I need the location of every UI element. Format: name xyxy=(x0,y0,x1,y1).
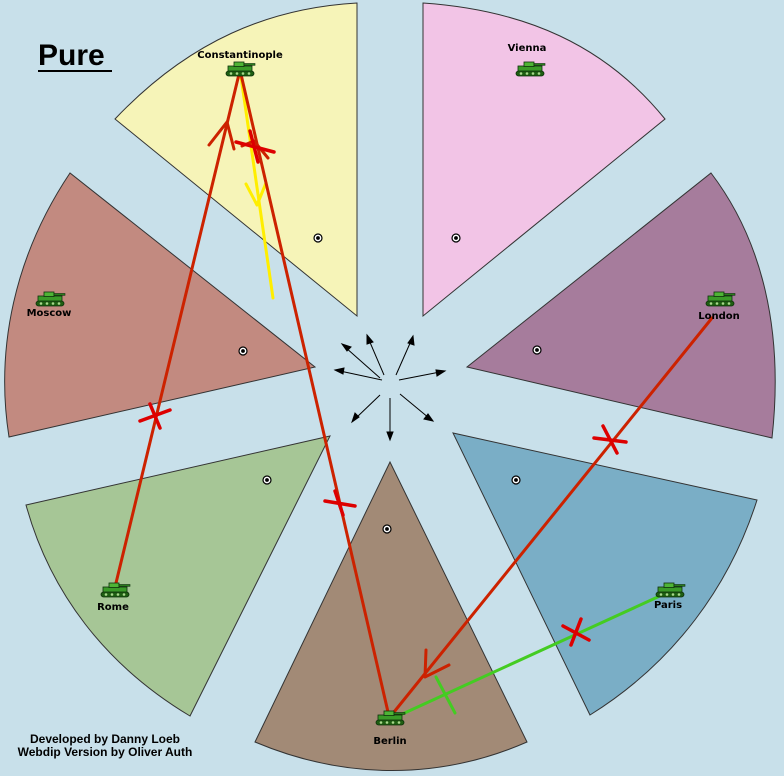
province-rome[interactable] xyxy=(25,435,331,717)
credit-developer: Developed by Danny Loeb xyxy=(30,732,180,746)
failed-order-icons xyxy=(138,129,628,647)
province-moscow[interactable] xyxy=(4,172,317,438)
move-order-line xyxy=(114,68,242,585)
province-london[interactable] xyxy=(465,172,776,439)
province-label-rome: Rome xyxy=(97,602,129,613)
province-constantinople[interactable] xyxy=(114,2,358,318)
support-order-line xyxy=(238,68,275,300)
province-berlin[interactable] xyxy=(254,460,528,771)
credit-webdip: Webdip Version by Oliver Auth xyxy=(18,745,193,759)
province-label-moscow: Moscow xyxy=(27,308,72,319)
province-vienna[interactable] xyxy=(422,2,666,318)
province-label-vienna: Vienna xyxy=(508,43,547,54)
supply-center-icons xyxy=(238,233,542,534)
province-label-paris: Paris xyxy=(654,600,682,611)
support-order-line xyxy=(396,593,664,718)
center-arrows-icon xyxy=(333,333,447,442)
move-order-line xyxy=(238,68,390,714)
map-title: Pure xyxy=(38,39,105,72)
province-label-berlin: Berlin xyxy=(373,736,406,747)
orders-layer xyxy=(114,68,714,718)
province-label-constantinople: Constantinople xyxy=(197,50,283,61)
province-paris[interactable] xyxy=(452,432,758,716)
province-label-london: London xyxy=(698,311,740,322)
move-order-line xyxy=(392,316,714,714)
